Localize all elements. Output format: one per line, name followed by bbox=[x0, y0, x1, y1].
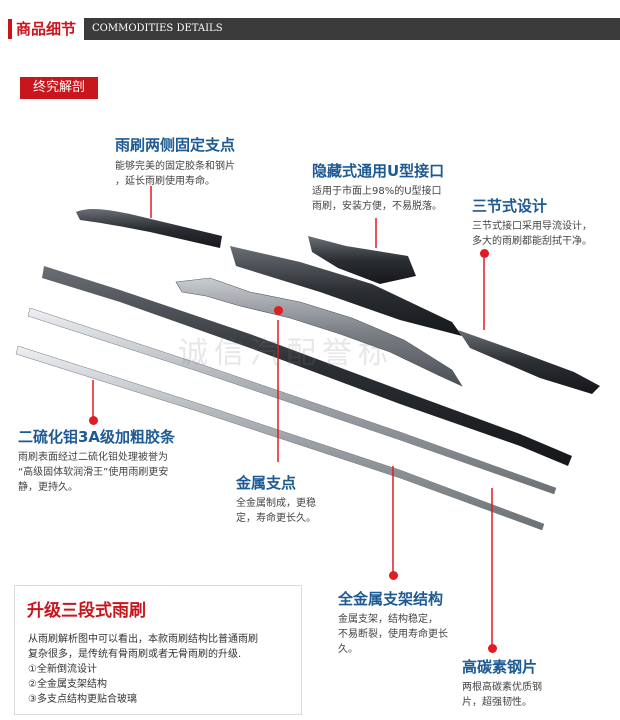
upgrade-box-point-2: ②全金属支架结构 bbox=[28, 679, 107, 690]
section-header: 商品细节 COMMODITIES DETAILS bbox=[0, 18, 620, 40]
callout-fixed-points-desc-2: ，延长雨刷使用寿命。 bbox=[115, 176, 215, 187]
callout-metal-point-desc-2: 定，寿命更长久。 bbox=[236, 513, 316, 524]
header-title: 商品细节 bbox=[16, 20, 77, 38]
dot-metal-frame bbox=[389, 571, 398, 580]
section-tag: 终究解剖 bbox=[20, 77, 98, 99]
callout-fixed-points-desc-1: 能够完美的固定胶条和钢片 bbox=[115, 161, 235, 172]
callout-metal-frame-desc-3: 久。 bbox=[338, 644, 358, 655]
upgrade-box-point-3: ③多支点结构更贴合玻璃 bbox=[28, 694, 137, 705]
callout-steel-strip: 高碳素钢片 两根高碳素优质钢 片，超强韧性。 bbox=[462, 656, 542, 710]
middle-spoiler bbox=[230, 246, 462, 336]
callout-rubber-strip: 二硫化钼3A级加粗胶条 雨刷表面经过二硫化钼处理被誉为 “高级固体软润滑王”使用… bbox=[18, 426, 175, 495]
callout-hidden-connector-desc-1: 适用于市面上98%的U型接口 bbox=[312, 186, 442, 197]
callout-rubber-strip-desc-2: “高级固体软润滑王”使用雨刷更安 bbox=[18, 467, 169, 478]
upgrade-box-title: 升级三段式雨刷 bbox=[27, 601, 146, 621]
dot-three-section bbox=[480, 249, 489, 258]
rubber-strip bbox=[42, 266, 572, 466]
watermark-text: 诚信汽配誉标 bbox=[178, 336, 394, 371]
right-end-section bbox=[458, 330, 600, 394]
callout-steel-strip-desc-2: 片，超强韧性。 bbox=[462, 697, 532, 708]
callout-three-section-desc-2: 多大的雨刷都能刮拭干净。 bbox=[472, 236, 592, 247]
upgrade-box-intro-2: 复杂很多，是传统有骨雨刷或者无骨雨刷的升级. bbox=[28, 649, 242, 660]
callout-rubber-strip-desc-3: 静，更持久。 bbox=[18, 482, 78, 493]
callout-metal-point: 金属支点 全金属制成，更稳 定，寿命更长久。 bbox=[236, 472, 316, 526]
upgrade-box-point-1: ①全新倒流设计 bbox=[28, 664, 97, 675]
metal-frame bbox=[175, 277, 463, 387]
u-connector bbox=[308, 236, 416, 284]
dot-metal-point bbox=[274, 306, 283, 315]
left-end-cap bbox=[76, 208, 222, 248]
callout-metal-point-title: 金属支点 bbox=[236, 474, 297, 492]
callout-metal-frame-desc-2: 不易断裂，使用寿命更长 bbox=[338, 629, 448, 640]
callout-steel-strip-title: 高碳素钢片 bbox=[462, 658, 538, 676]
callout-rubber-strip-title: 二硫化钼3A级加粗胶条 bbox=[18, 428, 176, 446]
steel-strip-lower bbox=[15, 345, 545, 531]
dot-rubber-strip bbox=[89, 416, 98, 425]
callout-fixed-points: 雨刷两侧固定支点 能够完美的固定胶条和钢片 ，延长雨刷使用寿命。 bbox=[115, 134, 235, 189]
callout-metal-frame-desc-1: 金属支架，结构稳定， bbox=[338, 614, 438, 625]
callout-metal-point-desc-1: 全金属制成，更稳 bbox=[236, 498, 316, 509]
callout-hidden-connector-desc-2: 雨刷，安装方便，不易脱落。 bbox=[312, 201, 442, 212]
callout-hidden-connector-title: 隐藏式通用U型接口 bbox=[312, 162, 445, 180]
callout-three-section: 三节式设计 三节式接口采用导流设计， 多大的雨刷都能刮拭干净。 bbox=[472, 195, 592, 249]
callout-three-section-desc-1: 三节式接口采用导流设计， bbox=[472, 221, 592, 232]
header-subtitle: COMMODITIES DETAILS bbox=[92, 23, 223, 34]
upgrade-info-box: 升级三段式雨刷 从雨刷解析图中可以看出，本款雨刷结构比普通雨刷 复杂很多，是传统… bbox=[14, 585, 302, 715]
upgrade-box-intro-1: 从雨刷解析图中可以看出，本款雨刷结构比普通雨刷 bbox=[28, 634, 258, 645]
dot-steel-strip bbox=[488, 644, 497, 653]
callout-rubber-strip-desc-1: 雨刷表面经过二硫化钼处理被誉为 bbox=[18, 452, 168, 463]
callout-metal-frame-title: 全金属支架结构 bbox=[338, 590, 444, 608]
header-dark-bar bbox=[84, 18, 620, 40]
callout-steel-strip-desc-1: 两根高碳素优质钢 bbox=[462, 682, 542, 693]
upgrade-box-text: 从雨刷解析图中可以看出，本款雨刷结构比普通雨刷 复杂很多，是传统有骨雨刷或者无骨… bbox=[28, 632, 290, 707]
callout-metal-frame: 全金属支架结构 金属支架，结构稳定， 不易断裂，使用寿命更长 久。 bbox=[338, 588, 448, 657]
callout-hidden-connector: 隐藏式通用U型接口 适用于市面上98%的U型接口 雨刷，安装方便，不易脱落。 bbox=[312, 160, 444, 214]
steel-strip-upper bbox=[27, 307, 557, 495]
callout-fixed-points-title: 雨刷两侧固定支点 bbox=[115, 136, 236, 154]
callout-three-section-title: 三节式设计 bbox=[472, 197, 548, 215]
header-accent-bar bbox=[8, 19, 12, 39]
